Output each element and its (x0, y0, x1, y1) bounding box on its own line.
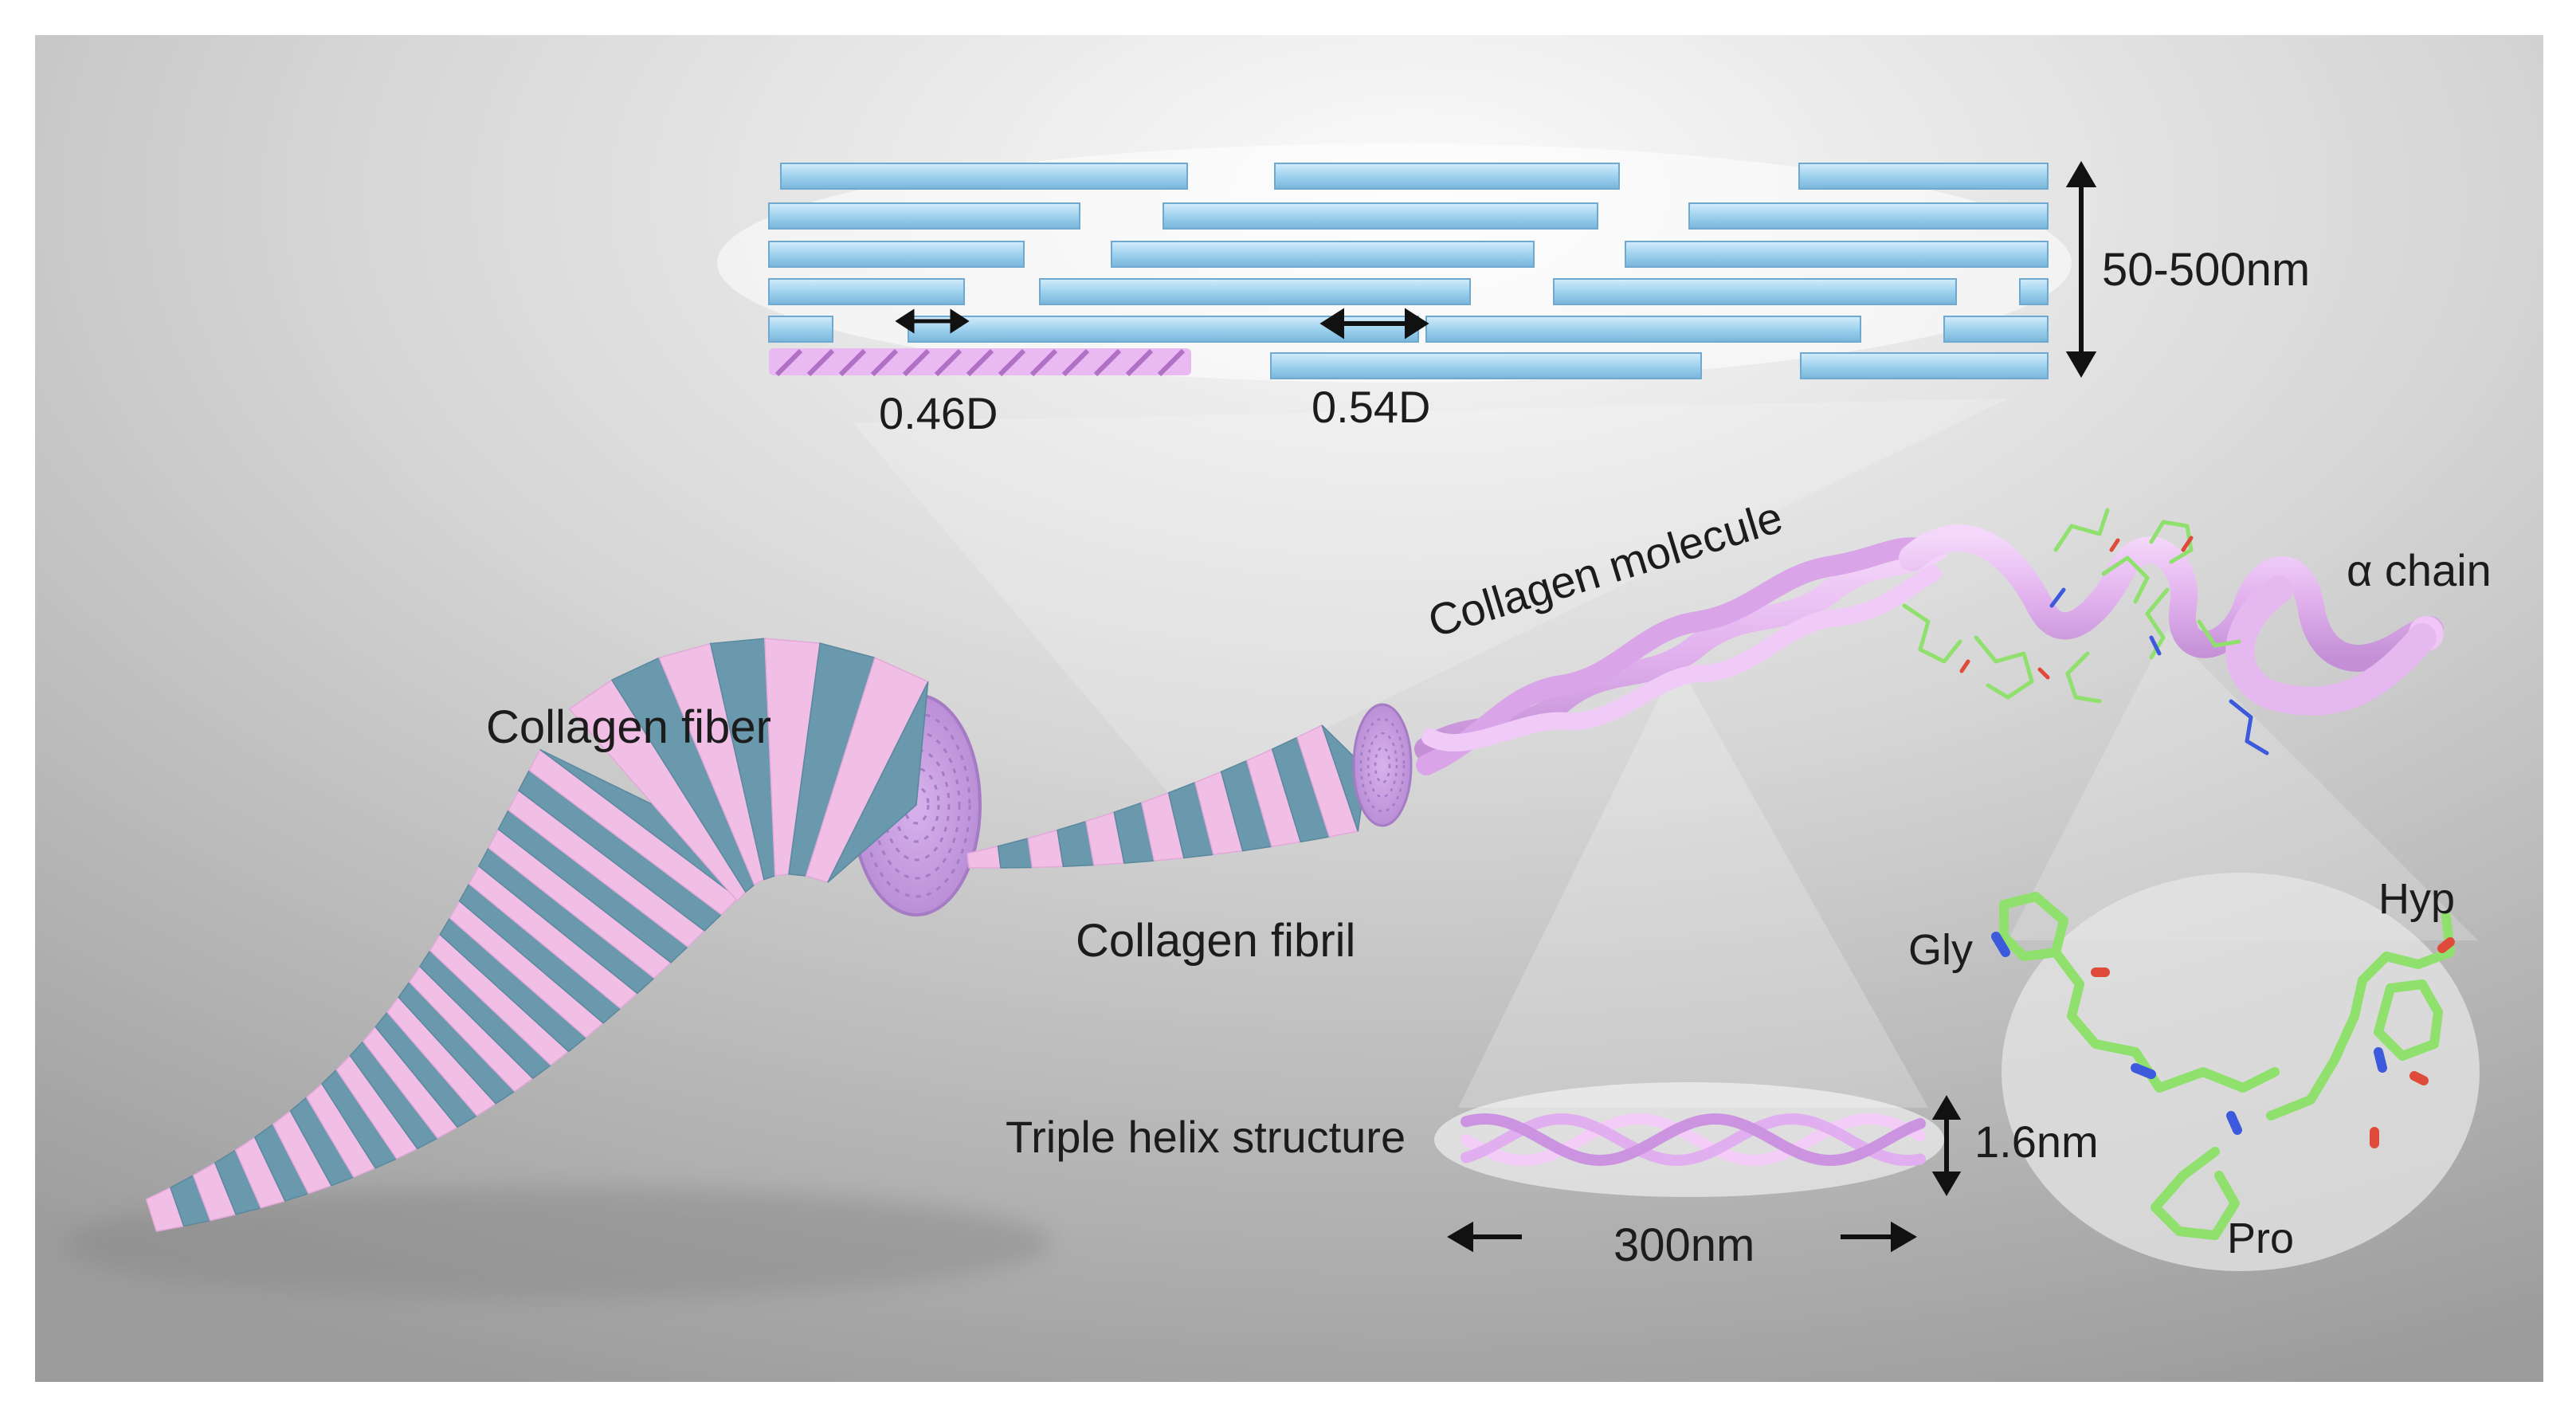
fibril-bar (780, 163, 1188, 190)
fibril-bar (1425, 316, 1861, 343)
helix-strand (1461, 1113, 1926, 1167)
fibril-bar (1111, 241, 1535, 268)
fibril-bar (1553, 278, 1957, 305)
fibril-bundle-ring (1366, 732, 1398, 799)
fibril-bar (1274, 163, 1620, 190)
fibril-bar (1625, 241, 2049, 268)
helix-strand (1461, 1113, 1926, 1167)
helix-length-arrows (1447, 1221, 1917, 1253)
fiber-bundle-ring (882, 748, 951, 861)
fibril-bar (1800, 352, 2049, 379)
alpha-chain-tube (1899, 524, 2444, 672)
helix-strand (1461, 1113, 1926, 1167)
fibril-bar (2019, 278, 2049, 305)
label-collagen-fiber: Collagen fiber (486, 701, 771, 753)
fiber-top-band (827, 681, 929, 883)
label-hyp: Hyp (2378, 875, 2455, 923)
fiber-bundle-ring (872, 730, 961, 880)
fibril-cross-section (1352, 703, 1413, 827)
triple-helix (1461, 1113, 1926, 1167)
alpha-chain-curl (2225, 575, 2437, 716)
backbone (2051, 912, 2455, 1240)
fiber-shadow (64, 1187, 1052, 1299)
fibril-diameter-arrow (2065, 161, 2097, 378)
collagen-fiber (145, 638, 982, 1232)
molecule-strand-2 (1416, 537, 1939, 775)
label-overlap-region: 0.54D (1312, 382, 1430, 432)
fibril-bar (768, 278, 965, 305)
fibril-bundle-ring (1374, 746, 1391, 784)
oxygen-atoms (2091, 937, 2455, 1148)
label-alpha-chain: α chain (2347, 545, 2492, 595)
fibril-bar (1798, 163, 2049, 190)
label-triple-helix: Triple helix structure (1006, 1112, 1406, 1162)
label-pro: Pro (2227, 1215, 2294, 1262)
gap-arrow (895, 308, 970, 334)
fibril-bar (768, 316, 833, 343)
residue-panel (2002, 873, 2480, 1271)
fibril-bar (768, 202, 1080, 230)
zoom-cone-helix (1458, 661, 1928, 1108)
fibril-bar (1688, 202, 2049, 230)
label-helix-length: 300nm (1613, 1219, 1755, 1271)
fibril-staggered-bars (768, 163, 2049, 379)
collagen-fibril (966, 703, 1413, 869)
nitrogen-atoms (1991, 932, 2387, 1135)
side-chain-residues (1902, 508, 2269, 756)
helix-diameter-arrow (1931, 1095, 1962, 1196)
label-helix-diameter: 1.6nm (1974, 1117, 2099, 1167)
label-collagen-fibril: Collagen fibril (1076, 915, 1355, 967)
fibril-helix-segment (769, 348, 1191, 377)
fibril-bar (768, 241, 1025, 268)
overlap-arrow (1319, 308, 1429, 339)
fibril-bar (1163, 202, 1598, 230)
fibril-bar (1039, 278, 1471, 305)
zoom-cone-fibril (853, 398, 2008, 801)
collagen-molecule (1414, 508, 2444, 775)
fibril-bar (1943, 316, 2049, 343)
label-gly: Gly (1908, 926, 1973, 974)
fibril-bar (1270, 352, 1702, 379)
zoom-cone-residues (2008, 630, 2478, 940)
label-gap-region: 0.46D (879, 388, 998, 438)
fibril-bundle-ring (1359, 717, 1406, 813)
label-fibril-diameter: 50-500nm (2102, 244, 2310, 296)
molecule-strand-3 (1421, 565, 1941, 752)
residue-structure (1991, 892, 2455, 1240)
